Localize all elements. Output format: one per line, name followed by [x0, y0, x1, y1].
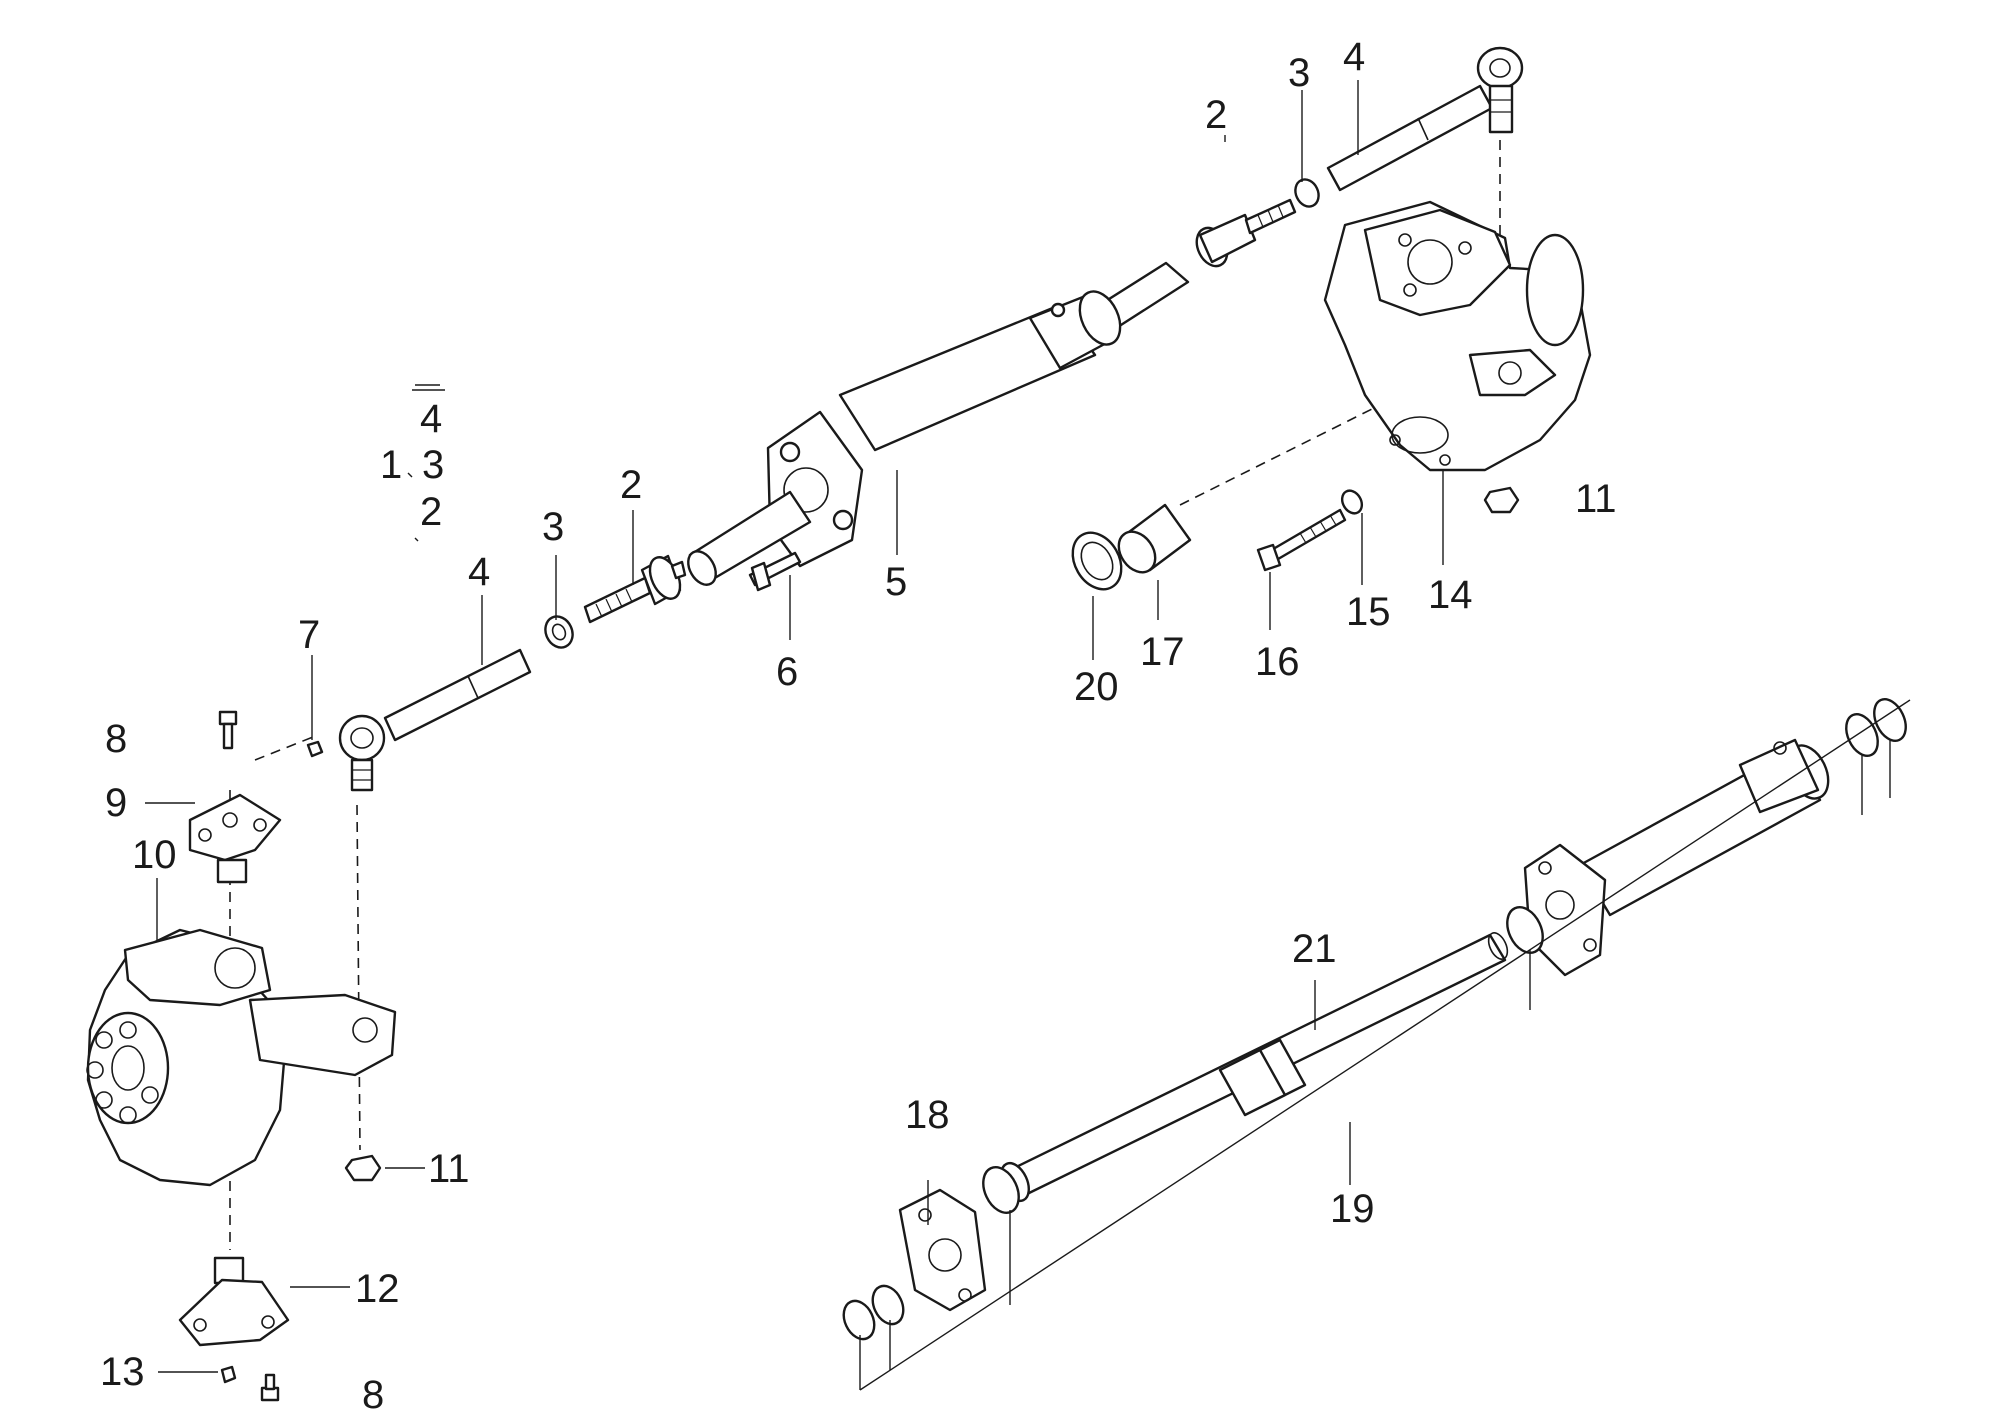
bushing-part-17 — [1117, 503, 1192, 574]
callout-12: 12 — [355, 1267, 400, 1311]
nut-part-11-upper — [1483, 486, 1520, 514]
grease-nipple-part-13 — [220, 1365, 237, 1384]
callout-11-right: 11 — [1575, 477, 1617, 521]
steering-knuckle-right — [1323, 200, 1592, 472]
callout-4-left: 4 — [420, 397, 442, 441]
callout-3-mid: 3 — [542, 505, 564, 549]
callout-15: 15 — [1346, 590, 1391, 634]
steering-cylinder-upper — [687, 261, 1190, 586]
bolt-part-8-lower — [260, 1373, 280, 1402]
kingpin-plate-part-12 — [178, 1256, 290, 1347]
steering-knuckle-left — [86, 928, 397, 1187]
callout-4-mid: 4 — [468, 550, 490, 594]
callout-18: 18 — [905, 1093, 950, 1137]
callout-9: 9 — [105, 781, 127, 825]
callout-6: 6 — [776, 650, 798, 694]
callout-1: 1 — [380, 443, 402, 487]
callout-3-left: 3 — [422, 443, 444, 487]
callout-16: 16 — [1255, 640, 1300, 684]
nut-part-11-lower — [344, 1154, 382, 1182]
bolt-part-6 — [748, 551, 802, 592]
callout-labels: 1 2 3 4 2 3 4 2 3 4 5 6 7 8 9 10 11 12 1… — [100, 35, 1617, 1417]
tie-rod-right — [1195, 46, 1524, 268]
callout-19: 19 — [1330, 1187, 1375, 1231]
callout-3-right: 3 — [1288, 51, 1310, 95]
callout-11-left: 11 — [428, 1147, 470, 1191]
callout-7: 7 — [298, 613, 320, 657]
steering-cylinder-lower — [842, 698, 1911, 1391]
kingpin-plate-part-9 — [188, 793, 282, 884]
washer-part-15 — [1340, 489, 1364, 515]
callout-20: 20 — [1074, 665, 1119, 709]
callout-10: 10 — [132, 833, 177, 877]
callout-leaders — [145, 80, 1444, 1373]
callout-2-mid: 2 — [620, 463, 642, 507]
callout-8-upper: 8 — [105, 717, 127, 761]
callout-14: 14 — [1428, 573, 1473, 617]
callout-2-right: 2 — [1205, 93, 1227, 137]
seal-part-20 — [1071, 531, 1123, 591]
callout-13: 13 — [100, 1350, 145, 1394]
callout-5: 5 — [885, 560, 907, 604]
callout-21: 21 — [1292, 927, 1337, 971]
tie-rod-left — [338, 554, 687, 792]
callout-2-left: 2 — [420, 490, 442, 534]
callout-4-right: 4 — [1343, 35, 1365, 79]
callout-8-lower: 8 — [362, 1373, 384, 1417]
bolt-part-8-upper — [218, 710, 238, 750]
assembly-axes — [229, 140, 1501, 1250]
callout-17: 17 — [1140, 630, 1185, 674]
grease-nipple-part-7 — [306, 740, 324, 758]
bolt-part-16 — [1256, 508, 1347, 572]
